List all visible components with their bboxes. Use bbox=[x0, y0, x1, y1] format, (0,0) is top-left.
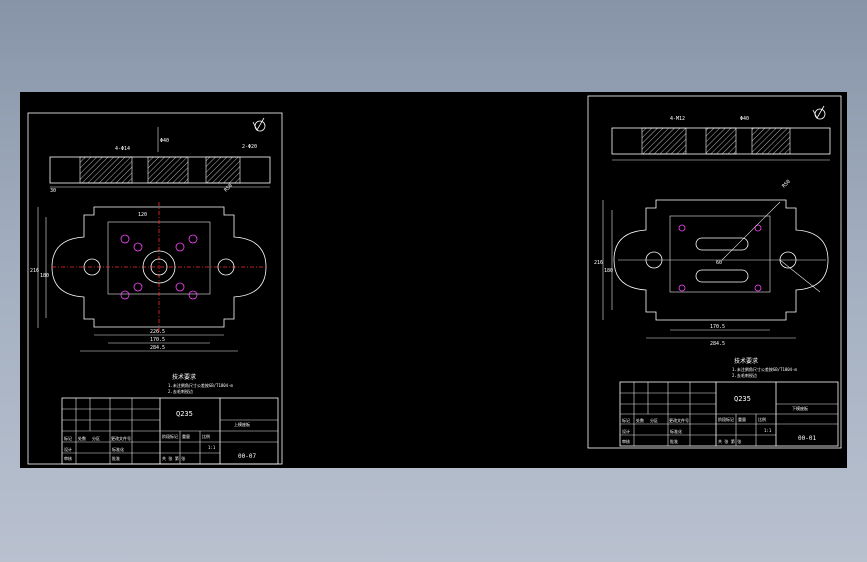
right-tb-approve: 批准 bbox=[670, 438, 678, 444]
right-dim-h2: 180 bbox=[604, 268, 613, 274]
left-dim-h: 216 bbox=[30, 268, 39, 274]
left-tb-change-doc: 更改文件号 bbox=[111, 435, 131, 441]
right-tb-standard: 标准化 bbox=[670, 428, 682, 434]
cad-model-space[interactable]: 4-Φ14 Φ40 2-Φ20 30 2 bbox=[20, 92, 847, 468]
left-material: Q235 bbox=[176, 410, 193, 418]
left-tb-sheets: 共 张 第 张 bbox=[162, 455, 185, 461]
right-dim-angle: R50 bbox=[781, 179, 792, 190]
right-tb-sheets: 共 张 第 张 bbox=[718, 438, 741, 444]
right-notes-title: 技术要求 bbox=[734, 357, 758, 365]
left-tb-approve: 批准 bbox=[112, 455, 120, 461]
left-dim-overall-w: 284.5 bbox=[150, 345, 165, 351]
right-tb-design: 设计 bbox=[622, 428, 630, 434]
right-dim-top-mid: Φ40 bbox=[740, 116, 749, 122]
left-notes-title: 技术要求 bbox=[172, 373, 196, 381]
right-tb-review: 审核 bbox=[622, 438, 630, 444]
left-dim-top-right: 2-Φ20 bbox=[242, 144, 257, 150]
left-tb-standard: 标准化 bbox=[112, 446, 124, 452]
right-tb-ratio: 比例 bbox=[758, 416, 766, 422]
right-tb-count: 处数 bbox=[636, 417, 644, 423]
left-dim-inner-w: 226.5 bbox=[150, 329, 165, 335]
left-tb-count: 处数 bbox=[78, 435, 86, 441]
right-dim-overall-w: 284.5 bbox=[710, 341, 725, 347]
sheet-left[interactable]: 4-Φ14 Φ40 2-Φ20 30 2 bbox=[27, 112, 283, 465]
right-dim-inner-w: 170.5 bbox=[710, 324, 725, 330]
right-title-label: 下模座板 bbox=[792, 405, 808, 411]
left-tb-zone: 分区 bbox=[92, 435, 100, 441]
right-scale: 1:1 bbox=[764, 428, 772, 433]
right-tb-mark: 标记 bbox=[622, 417, 630, 423]
left-tb-stage: 阶段标记 bbox=[162, 433, 178, 439]
left-scale: 1:1 bbox=[208, 445, 216, 450]
left-section-view: 4-Φ14 Φ40 2-Φ20 30 bbox=[49, 117, 271, 194]
left-tb-review: 审核 bbox=[64, 455, 72, 461]
left-plan-view: 216 180 226.5 170.5 284.5 120 R50 bbox=[30, 183, 268, 352]
left-dim-thick: 30 bbox=[50, 188, 56, 194]
left-dim-inner-top: 120 bbox=[138, 212, 147, 218]
left-dim-top-left: 4-Φ14 bbox=[115, 146, 130, 152]
left-tb-design: 设计 bbox=[64, 446, 72, 452]
right-tb-stage: 阶段标记 bbox=[718, 416, 734, 422]
right-title-block: Q235 下模座板 00-01 1:1 标记 处数 分区 更改文件号 设计 标准… bbox=[619, 381, 839, 447]
left-tb-weight: 重量 bbox=[182, 433, 190, 439]
right-dim-slot: 60 bbox=[716, 260, 722, 266]
drawing-area[interactable]: 4-Φ14 Φ40 2-Φ20 30 2 bbox=[20, 92, 847, 468]
right-tb-change-doc: 更改文件号 bbox=[669, 417, 689, 423]
left-tb-ratio: 比例 bbox=[202, 433, 210, 439]
right-part-number: 00-01 bbox=[798, 435, 816, 442]
right-tb-zone: 分区 bbox=[650, 417, 658, 423]
left-note-1: 1.未注倒角尺寸公差按GB/T1804-m bbox=[168, 382, 233, 388]
right-tb-weight: 重量 bbox=[738, 416, 746, 422]
left-title-label: 上模座板 bbox=[234, 421, 250, 427]
left-dim-bolt-w: 170.5 bbox=[150, 337, 165, 343]
left-note-2: 2.去毛刺锐边 bbox=[168, 388, 193, 394]
right-plan-view: 216 180 170.5 284.5 60 R50 bbox=[594, 179, 829, 347]
right-note-2: 2.去毛刺锐边 bbox=[732, 372, 757, 378]
left-dim-top-mid: Φ40 bbox=[160, 138, 169, 144]
right-section-view: 4-M12 Φ40 bbox=[611, 105, 831, 161]
right-dim-h: 216 bbox=[594, 260, 603, 266]
sheet-right[interactable]: 4-M12 Φ40 216 180 170.5 bbox=[587, 95, 842, 449]
right-material: Q235 bbox=[734, 395, 751, 403]
left-part-number: 00-07 bbox=[238, 453, 256, 460]
right-note-1: 1.未注倒角尺寸公差按GB/T1804-m bbox=[732, 366, 797, 372]
left-dim-h2: 180 bbox=[40, 273, 49, 279]
sheet-right-border bbox=[587, 95, 842, 449]
left-title-block: Q235 上模座板 00-07 1:1 标记 处数 分区 更改文件号 设计 标准… bbox=[61, 397, 279, 465]
left-tb-mark: 标记 bbox=[64, 435, 72, 441]
left-dim-angle: R50 bbox=[223, 183, 234, 194]
right-dim-top-left: 4-M12 bbox=[670, 116, 685, 122]
